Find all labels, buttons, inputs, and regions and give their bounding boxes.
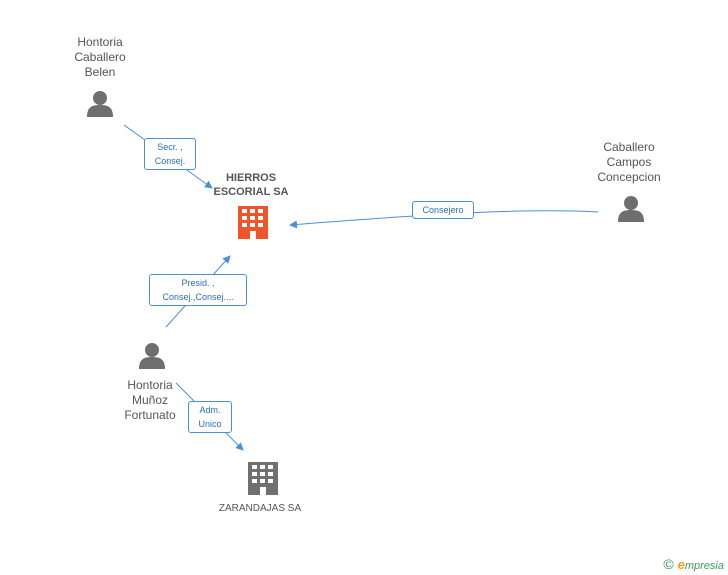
- brand-initial: e: [677, 557, 685, 572]
- empresia-watermark: ©empresia: [663, 556, 724, 572]
- building-icon[interactable]: [248, 462, 278, 495]
- edge-label-consejero[interactable]: Consejero: [412, 201, 474, 219]
- edge-label-secr-consej[interactable]: Secr. , Consej.: [144, 138, 196, 170]
- copyright-icon: ©: [663, 556, 674, 572]
- person-icon[interactable]: [87, 91, 113, 117]
- person-icon[interactable]: [139, 343, 165, 369]
- brand-name: mpresia: [684, 560, 724, 572]
- person-icon[interactable]: [618, 196, 644, 222]
- node-label-caballero-campos-concepcion[interactable]: Caballero Campos Concepcion: [597, 140, 661, 184]
- node-label-zarandajas-sa[interactable]: ZARANDAJAS SA: [218, 503, 302, 514]
- node-label-hontoria-munoz-fortunato[interactable]: Hontoria Muñoz Fortunato: [124, 378, 176, 422]
- node-label-hontoria-caballero-belen[interactable]: Hontoria Caballero Belen: [74, 35, 126, 79]
- node-label-hierros-escorial-sa[interactable]: HIERROS ESCORIAL SA: [213, 172, 289, 198]
- edge-label-presid-consej[interactable]: Presid. , Consej.,Consej....: [149, 274, 247, 306]
- building-icon[interactable]: [238, 206, 268, 239]
- edge-label-adm-unico[interactable]: Adm. Unico: [188, 401, 232, 433]
